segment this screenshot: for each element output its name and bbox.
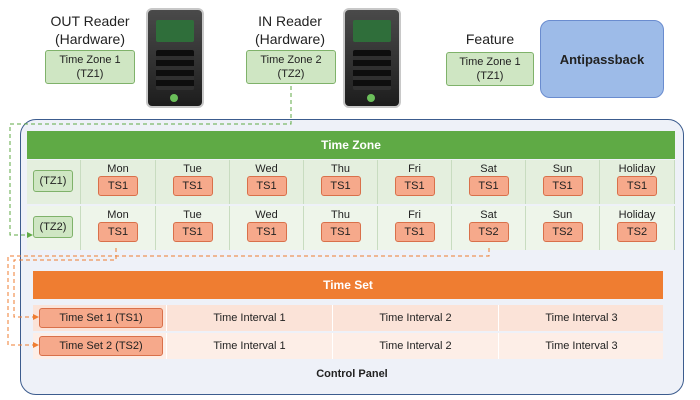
in-reader-device-icon	[343, 8, 401, 108]
antipassback-box: Antipassback	[540, 20, 664, 98]
day-label: Mon	[107, 209, 129, 221]
feature-zone-name: Time Zone 1	[459, 56, 521, 68]
time-zone-header: Time Zone	[27, 131, 675, 159]
day-label: Thu	[331, 209, 350, 221]
time-set-name: Time Set 2 (TS2)	[39, 336, 163, 356]
feature-label: Feature	[465, 31, 515, 47]
out-reader-hardware: (Hardware)	[54, 31, 125, 47]
time-set-chip: TS1	[542, 176, 583, 196]
time-set-header: Time Set	[33, 271, 663, 299]
tz-id-chip: (TZ2)	[33, 216, 73, 238]
time-set-chip: TS1	[320, 222, 361, 242]
day-label: Sun	[552, 209, 573, 221]
day-label: Sun	[552, 163, 573, 175]
time-set-chip: TS1	[468, 176, 509, 196]
time-set-chip: TS1	[172, 176, 213, 196]
in-reader-title: IN Reader (Hardware)	[240, 12, 340, 48]
time-set-chip: TS2	[468, 222, 509, 242]
time-interval-cell: Time Interval 2	[332, 333, 498, 359]
in-reader-hardware: (Hardware)	[254, 31, 325, 47]
link-ts1-to-timeset1	[13, 248, 117, 320]
link-ts2-to-timeset2	[7, 248, 490, 348]
day-label: Wed	[255, 209, 278, 221]
time-set-chip: TS1	[617, 176, 657, 196]
time-set-chip: TS1	[394, 222, 435, 242]
time-interval-cell: Time Interval 1	[166, 305, 332, 331]
day-label: Holiday	[618, 209, 656, 221]
tz-id-chip: (TZ1)	[33, 170, 73, 192]
day-label: Fri	[408, 209, 421, 221]
day-label: Fri	[408, 163, 421, 175]
tz-id-cell: (TZ1)	[27, 160, 81, 204]
out-reader-zone-id: (TZ1)	[76, 68, 104, 80]
time-set-chip: TS1	[246, 222, 287, 242]
time-set-chip: TS1	[394, 176, 435, 196]
out-reader-label: OUT Reader	[50, 13, 130, 29]
day-label: Wed	[255, 163, 278, 175]
out-reader-zone-name: Time Zone 1	[59, 54, 121, 66]
feature-zone-id: (TZ1)	[476, 70, 504, 82]
time-set-chip: TS1	[98, 176, 138, 196]
time-set-chip: TS1	[246, 176, 287, 196]
time-set-name: Time Set 1 (TS1)	[39, 308, 163, 328]
feature-zone-chip: Time Zone 1 (TZ1)	[446, 52, 534, 86]
time-set-chip: TS1	[320, 176, 361, 196]
day-label: Holiday	[618, 163, 656, 175]
time-set-chip: TS1	[98, 222, 138, 242]
day-label: Sat	[480, 163, 497, 175]
out-reader-device-icon	[146, 8, 204, 108]
control-panel-label: Control Panel	[316, 368, 388, 380]
link-in-reader-to-tz2	[9, 86, 292, 238]
out-reader-zone-chip: Time Zone 1 (TZ1)	[45, 50, 135, 84]
tz-id-cell: (TZ2)	[27, 206, 81, 250]
in-reader-label: IN Reader	[258, 13, 322, 29]
day-label: Sat	[480, 209, 497, 221]
day-label: Tue	[183, 163, 202, 175]
time-interval-cell: Time Interval 3	[498, 333, 664, 359]
time-interval-cell: Time Interval 1	[166, 333, 332, 359]
time-interval-cell: Time Interval 3	[498, 305, 664, 331]
in-reader-zone-chip: Time Zone 2 (TZ2)	[246, 50, 336, 84]
in-reader-zone-name: Time Zone 2	[260, 54, 322, 66]
day-label: Thu	[331, 163, 350, 175]
in-reader-zone-id: (TZ2)	[277, 68, 305, 80]
out-reader-title: OUT Reader (Hardware)	[40, 12, 140, 48]
time-interval-cell: Time Interval 2	[332, 305, 498, 331]
time-set-chip: TS1	[172, 222, 213, 242]
day-label: Mon	[107, 163, 129, 175]
time-set-chip: TS2	[617, 222, 657, 242]
time-set-chip: TS2	[542, 222, 583, 242]
day-label: Tue	[183, 209, 202, 221]
